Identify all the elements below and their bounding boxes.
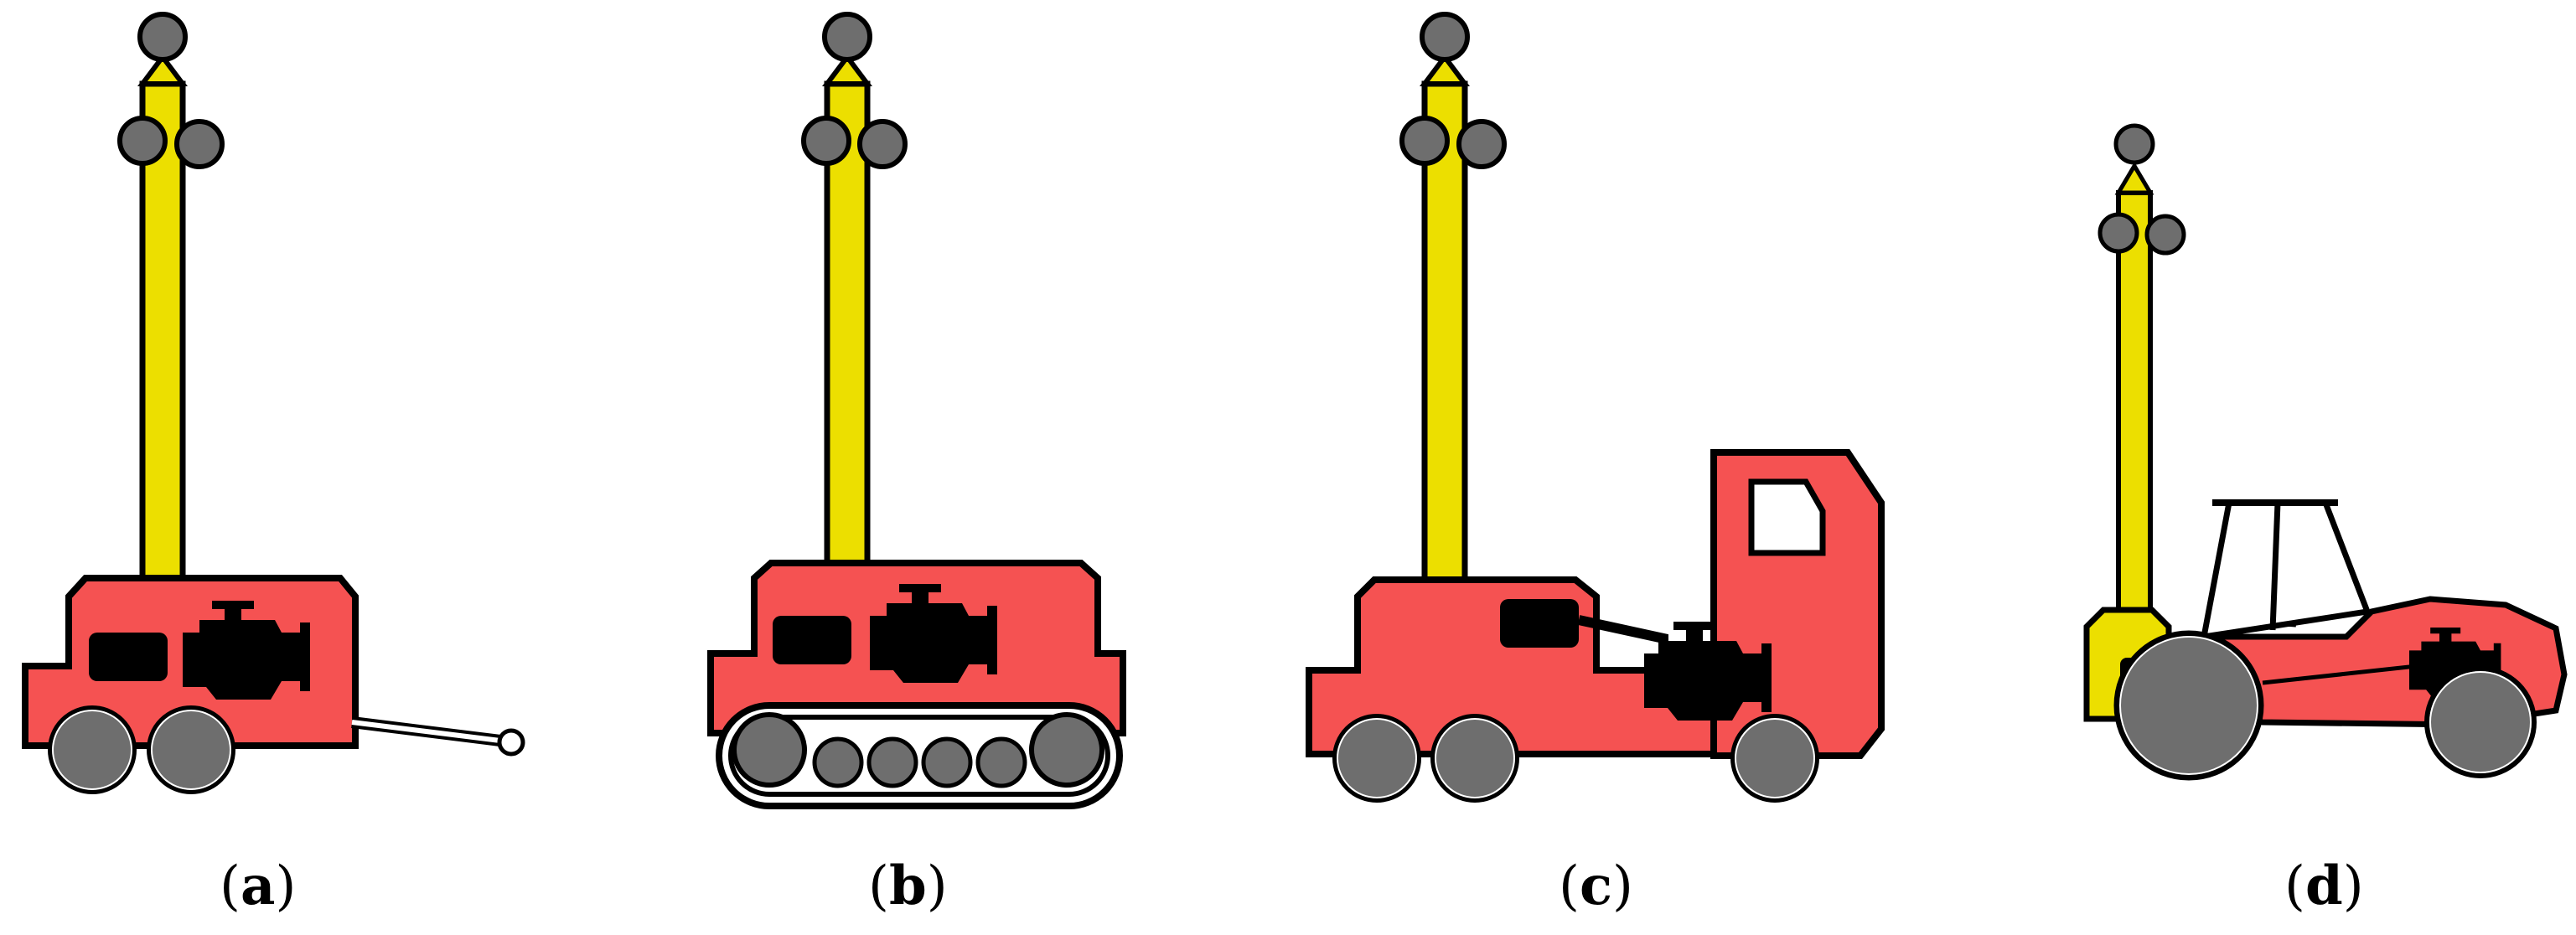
tractor-cab-icon bbox=[2200, 499, 2372, 641]
caption-b: (b) bbox=[868, 855, 948, 917]
vehicle-c bbox=[1306, 12, 1885, 803]
control-panel-icon bbox=[89, 633, 168, 681]
mast-icon bbox=[1399, 12, 1507, 590]
wheel-icon bbox=[48, 705, 235, 794]
vehicle-d bbox=[2083, 123, 2568, 781]
caption-c: (c) bbox=[1559, 855, 1633, 917]
mast-icon bbox=[801, 12, 908, 581]
cab-icon bbox=[1710, 449, 1885, 759]
mast-icon bbox=[117, 12, 225, 590]
wheel-icon bbox=[2113, 630, 2537, 781]
vehicle-b bbox=[707, 12, 1126, 809]
caption-d: (d) bbox=[2284, 855, 2364, 917]
caption-a: (a) bbox=[220, 855, 297, 917]
vehicle-a bbox=[22, 12, 525, 794]
wheel-icon bbox=[1332, 714, 1819, 803]
mast-icon bbox=[2098, 123, 2186, 614]
control-panel-icon bbox=[773, 616, 851, 664]
tow-bar-icon bbox=[351, 716, 525, 757]
track-icon bbox=[716, 702, 1123, 809]
control-panel-icon bbox=[1500, 599, 1579, 648]
